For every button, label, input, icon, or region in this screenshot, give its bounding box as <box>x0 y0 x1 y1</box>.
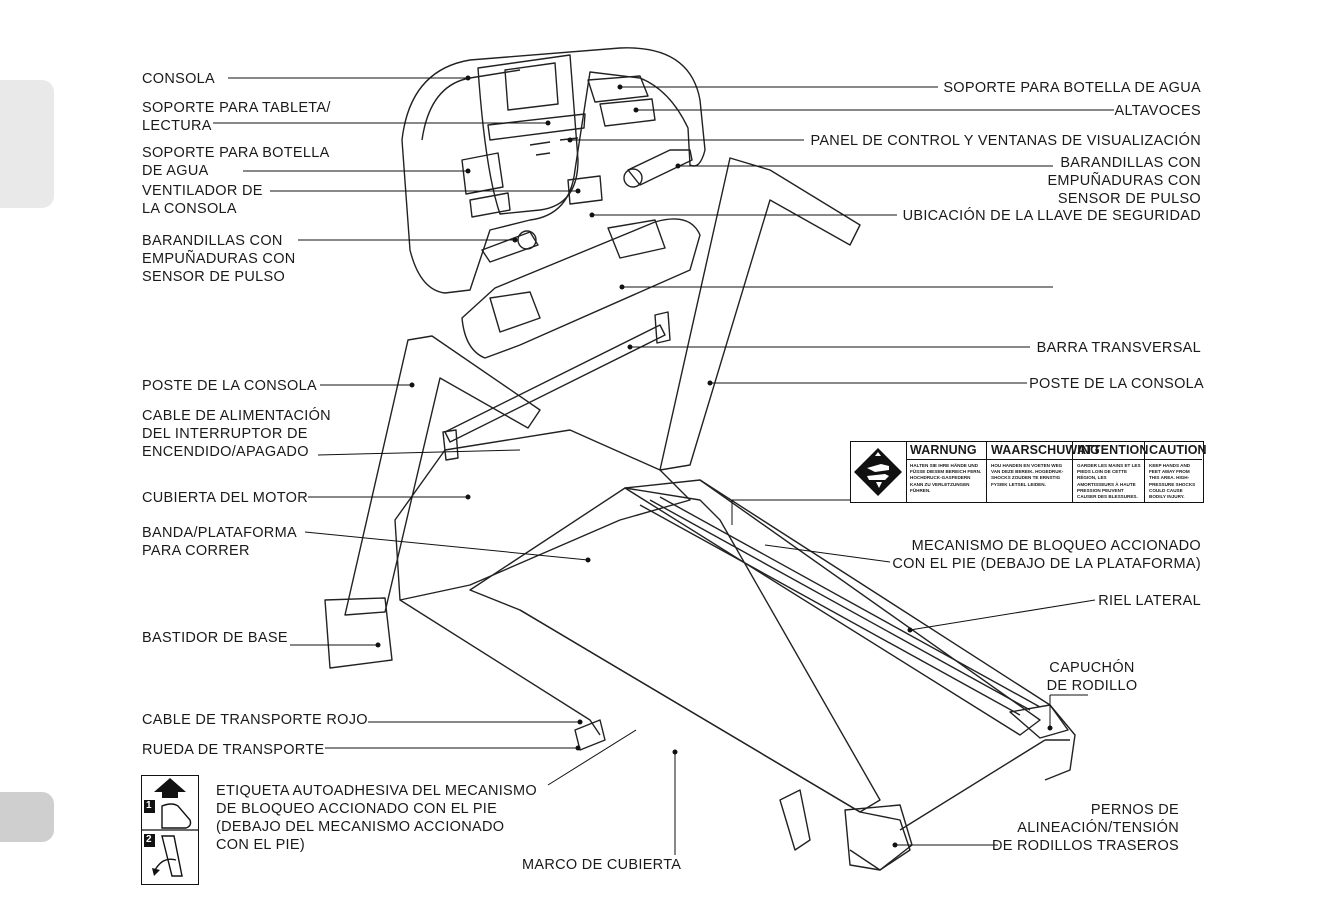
label-llave: UBICACIÓN DE LA LLAVE DE SEGURIDAD <box>902 208 1201 224</box>
warning-text-en: KEEP HANDS AND FEET AWAY FROM THIS AREA.… <box>1149 463 1196 500</box>
label-barra: BARRA TRANSVERSAL <box>1036 340 1201 356</box>
foot-pedal-icon <box>142 778 198 877</box>
label-capuchon: CAPUCHÓN DE RODILLO <box>1046 660 1138 694</box>
label-altavoces: ALTAVOCES <box>1114 103 1201 119</box>
foot-pedal-sticker: 1 2 <box>141 775 199 885</box>
warning-header-nl: WAARSCHUWING <box>987 442 1100 460</box>
leader-dots <box>375 75 1053 848</box>
label-panel: PANEL DE CONTROL Y VENTANAS DE VISUALIZA… <box>810 133 1201 149</box>
warning-col-fr: ATTENTION GARDER LES MAINS ET LES PIEDS … <box>1073 442 1148 502</box>
label-poste-der: POSTE DE LA CONSOLA <box>1029 376 1204 392</box>
label-poste-izq: POSTE DE LA CONSOLA <box>142 378 317 394</box>
label-ventilador: VENTILADOR DE LA CONSOLA <box>142 183 263 217</box>
label-marco: MARCO DE CUBIERTA <box>522 857 682 873</box>
label-etiqueta: ETIQUETA AUTOADHESIVA DEL MECANISMO DE B… <box>216 783 537 853</box>
sticker-step-2: 2 <box>146 834 152 845</box>
label-cubierta-motor: CUBIERTA DEL MOTOR <box>142 490 309 506</box>
label-cable-alimentacion: CABLE DE ALIMENTACIÓN DEL INTERRUPTOR DE… <box>142 408 331 460</box>
label-cable-transporte: CABLE DE TRANSPORTE ROJO <box>142 712 368 728</box>
label-pernos: PERNOS DE ALINEACIÓN/TENSIÓN DE RODILLOS… <box>991 802 1179 854</box>
label-soporte-tableta: SOPORTE PARA TABLETA/ LECTURA <box>142 100 331 134</box>
warning-text-nl: HOU HANDEN EN VOETEN WEG VAN DEZE BEREIK… <box>991 463 1064 487</box>
console-drawing <box>401 47 706 294</box>
crossbar-drawing <box>442 311 671 461</box>
right-upright-drawing <box>659 157 861 471</box>
sticker-step-1: 1 <box>146 800 152 811</box>
warning-label: WARNUNG HALTEN SIE IHRE HÄNDE UND FÜSSE … <box>850 441 1207 503</box>
leader-lines <box>213 77 1114 855</box>
warning-header-de: WARNUNG <box>906 442 986 460</box>
label-soporte-botella-izq: SOPORTE PARA BOTELLA DE AGUA <box>142 145 330 179</box>
label-bastidor: BASTIDOR DE BASE <box>142 630 288 646</box>
label-soporte-botella-der: SOPORTE PARA BOTELLA DE AGUA <box>943 80 1201 96</box>
label-banda: BANDA/PLATAFORMA PARA CORRER <box>142 525 297 559</box>
hand-crush-warning-icon <box>851 442 907 502</box>
side-tab-top <box>0 80 54 208</box>
tray-drawing <box>461 218 701 359</box>
label-barandillas-der: BARANDILLAS CON EMPUÑADURAS CON SENSOR D… <box>1047 155 1201 207</box>
frame-drawing <box>394 429 1076 871</box>
left-upright-drawing <box>324 335 541 669</box>
side-tab-bottom <box>0 792 54 842</box>
warning-col-en: CAUTION KEEP HANDS AND FEET AWAY FROM TH… <box>1145 442 1207 502</box>
label-rueda: RUEDA DE TRANSPORTE <box>142 742 325 758</box>
label-barandillas-izq: BARANDILLAS CON EMPUÑADURAS CON SENSOR D… <box>142 233 296 285</box>
warning-text-de: HALTEN SIE IHRE HÄNDE UND FÜSSE DIESEM B… <box>910 463 982 493</box>
label-riel: RIEL LATERAL <box>1098 593 1201 609</box>
warning-header-fr: ATTENTION <box>1073 442 1148 460</box>
warning-header-en: CAUTION <box>1145 442 1207 460</box>
warning-col-de: WARNUNG HALTEN SIE IHRE HÄNDE UND FÜSSE … <box>906 442 987 502</box>
warning-col-nl: WAARSCHUWING HOU HANDEN EN VOETEN WEG VA… <box>987 442 1100 502</box>
label-consola: CONSOLA <box>142 71 216 87</box>
label-mecanismo: MECANISMO DE BLOQUEO ACCIONADO CON EL PI… <box>892 538 1201 572</box>
warning-text-fr: GARDER LES MAINS ET LES PIEDS LOIN DE CE… <box>1077 463 1141 500</box>
